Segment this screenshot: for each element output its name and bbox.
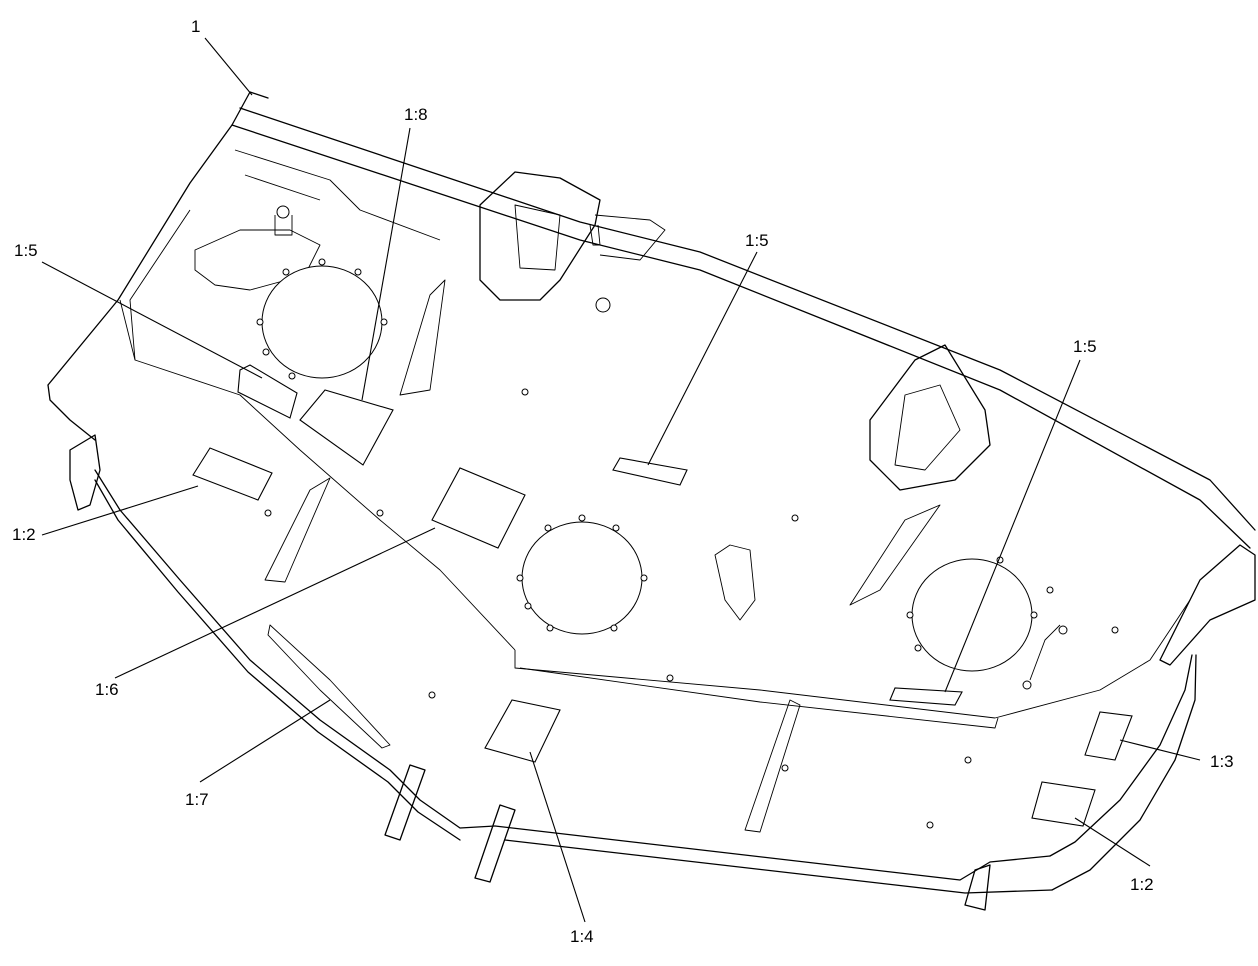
callout-1-5-right: 1:5 [1073, 337, 1097, 356]
decals [192, 364, 1133, 827]
deck-outline [47, 91, 1256, 894]
callout-labels: 1 1:8 1:5 1:5 1:5 1:2 1:6 1:7 1:4 1:3 1:… [12, 17, 1234, 946]
callout-1-6: 1:6 [95, 680, 119, 699]
callout-1-2-right: 1:2 [1130, 875, 1154, 894]
callout-1-3: 1:3 [1210, 752, 1234, 771]
callout-1-7: 1:7 [185, 790, 209, 809]
mounting-holes [256, 258, 1119, 829]
left-blade-opening [261, 265, 383, 379]
decal-1-8 [299, 389, 394, 466]
decal-1-3 [1084, 711, 1133, 761]
decal-1-5-left [237, 364, 298, 419]
decal-1-5-center [612, 457, 688, 486]
right-blade-opening [911, 558, 1033, 672]
decal-1-2-left [192, 447, 273, 501]
callout-1-8: 1:8 [404, 105, 428, 124]
leader-lines [41, 37, 1201, 923]
decal-1-5-right [889, 687, 963, 706]
callout-1: 1 [191, 17, 200, 36]
callout-1-2-left: 1:2 [12, 525, 36, 544]
center-blade-opening [521, 521, 643, 635]
callout-1-5-left: 1:5 [14, 241, 38, 260]
callout-1-5-center: 1:5 [745, 231, 769, 250]
decal-1-6 [431, 467, 526, 549]
decal-1-4 [484, 699, 561, 763]
frame-brackets [69, 149, 1256, 911]
callout-1-4: 1:4 [570, 927, 594, 946]
decal-1-2-right [1031, 781, 1096, 827]
